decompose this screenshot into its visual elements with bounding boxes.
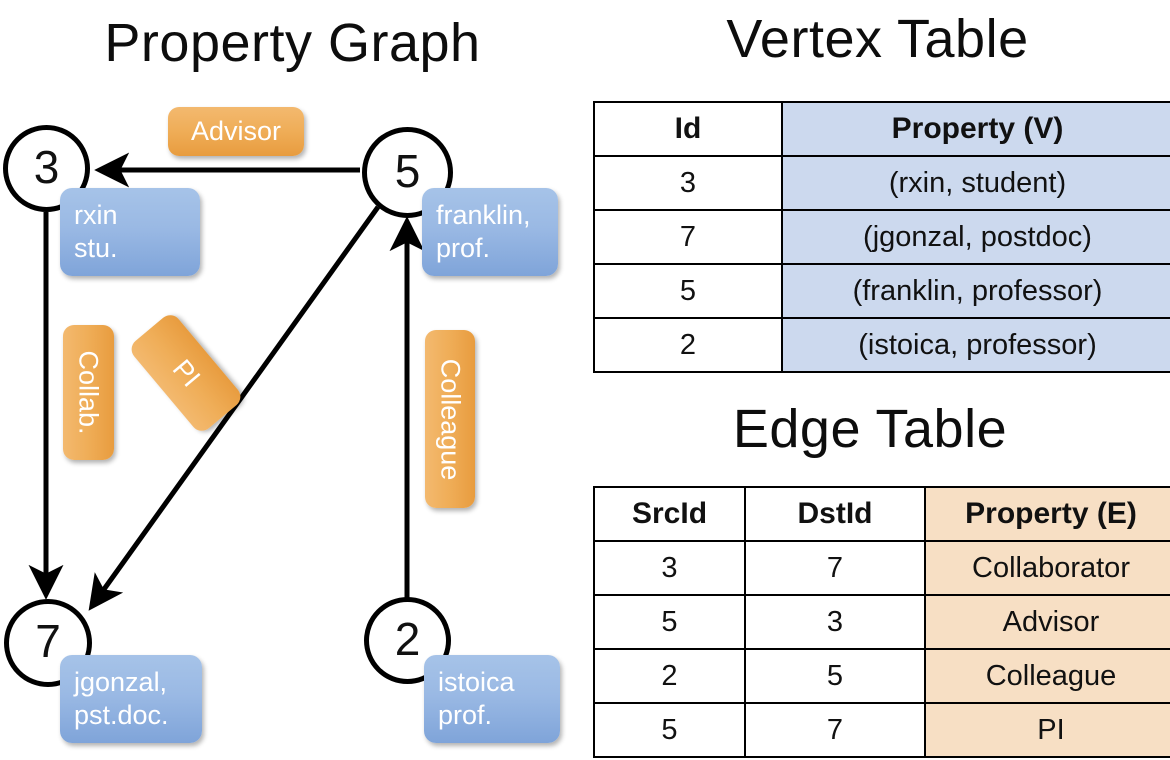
vertex-table-header-id: Id	[593, 101, 783, 157]
edge-property-box-advisor[interactable]: Advisor	[168, 107, 304, 156]
graph-node-2-label: 2	[394, 612, 421, 665]
graph-node-3-label: 3	[33, 140, 60, 193]
edge-property-colleague-label: Colleague	[435, 358, 466, 480]
edge-5-to-7-pi	[88, 205, 381, 611]
graph-node-2[interactable]: 2	[364, 597, 451, 684]
edge-row-3-property: PI	[924, 702, 1170, 758]
edge-property-pi-label: PI	[166, 353, 207, 393]
edge-row-3-srcid: 5	[593, 702, 746, 758]
vertex-table: Id Property (V) 3 (rxin, student) 7 (jgo…	[593, 101, 1170, 373]
vertex-table-header-row: Id Property (V)	[593, 101, 1170, 157]
vertex-row-0-id: 3	[593, 155, 783, 211]
graph-node-5-label: 5	[394, 144, 421, 197]
vertex-row-0-property: (rxin, student)	[781, 155, 1170, 211]
graph-node-7-label: 7	[35, 615, 61, 667]
page-title-property-graph: Property Graph	[104, 13, 481, 73]
vertex-property-jgonzal-line2: pst.doc.	[74, 700, 169, 730]
edge-property-box-colleague[interactable]: Colleague	[425, 330, 475, 508]
edge-row-3-dstid: 7	[744, 702, 926, 758]
page-title-vertex-table: Vertex Table	[726, 9, 1029, 69]
edge-property-box-collab[interactable]: Collab.	[63, 325, 114, 460]
vertex-property-rxin-line1: rxin	[74, 200, 118, 230]
vertex-row-3-property: (istoica, professor)	[781, 317, 1170, 373]
table-row[interactable]: 5 (franklin, professor)	[593, 263, 1170, 319]
edge-row-2-srcid: 2	[593, 648, 746, 704]
edge-row-1-property: Advisor	[924, 594, 1170, 650]
graph-edges-svg	[28, 152, 425, 611]
edge-row-2-property: Colleague	[924, 648, 1170, 704]
vertex-property-box-franklin[interactable]: franklin, prof.	[422, 188, 558, 276]
edge-row-2-dstid: 5	[744, 648, 926, 704]
vertex-row-3-id: 2	[593, 317, 783, 373]
edge-row-1-srcid: 5	[593, 594, 746, 650]
edge-table-header-srcid: SrcId	[593, 486, 746, 542]
page-title-edge-table: Edge Table	[732, 399, 1008, 459]
vertex-property-rxin-line2: stu.	[74, 233, 118, 263]
table-row[interactable]: 5 7 PI	[593, 702, 1170, 758]
edge-table: SrcId DstId Property (E) 3 7 Collaborato…	[593, 486, 1170, 758]
edge-table-header-property: Property (E)	[924, 486, 1170, 542]
edge-row-0-dstid: 7	[744, 540, 926, 596]
table-row[interactable]: 7 (jgonzal, postdoc)	[593, 209, 1170, 265]
vertex-property-box-rxin[interactable]: rxin stu.	[60, 188, 200, 276]
edge-row-0-srcid: 3	[593, 540, 746, 596]
table-row[interactable]: 3 (rxin, student)	[593, 155, 1170, 211]
property-graph-diagram: 3 5 7 2 rxin stu. franklin, prof. jgonza…	[3, 107, 560, 743]
vertex-table-header-property: Property (V)	[781, 101, 1170, 157]
edge-row-0-property: Collaborator	[924, 540, 1170, 596]
edge-row-1-dstid: 3	[744, 594, 926, 650]
vertex-row-2-id: 5	[593, 263, 783, 319]
graph-node-5[interactable]: 5	[362, 127, 453, 218]
edge-table-header-dstid: DstId	[744, 486, 926, 542]
table-row[interactable]: 2 (istoica, professor)	[593, 317, 1170, 373]
vertex-property-istoica-line1: istoica	[438, 667, 515, 697]
edge-property-advisor-label: Advisor	[190, 116, 282, 146]
vertex-property-box-istoica[interactable]: istoica prof.	[424, 655, 560, 743]
edge-property-collab-label: Collab.	[74, 350, 105, 435]
vertex-property-franklin-line1: franklin,	[436, 200, 531, 230]
vertex-property-istoica-line2: prof.	[438, 700, 493, 730]
table-row[interactable]: 3 7 Collaborator	[593, 540, 1170, 596]
vertex-property-franklin-line2: prof.	[436, 233, 491, 263]
vertex-property-box-jgonzal[interactable]: jgonzal, pst.doc.	[60, 655, 202, 743]
vertex-property-jgonzal-line1: jgonzal,	[74, 667, 168, 697]
table-row[interactable]: 2 5 Colleague	[593, 648, 1170, 704]
vertex-row-2-property: (franklin, professor)	[781, 263, 1170, 319]
vertex-row-1-id: 7	[593, 209, 783, 265]
vertex-row-1-property: (jgonzal, postdoc)	[781, 209, 1170, 265]
table-row[interactable]: 5 3 Advisor	[593, 594, 1170, 650]
edge-table-header-row: SrcId DstId Property (E)	[593, 486, 1170, 542]
